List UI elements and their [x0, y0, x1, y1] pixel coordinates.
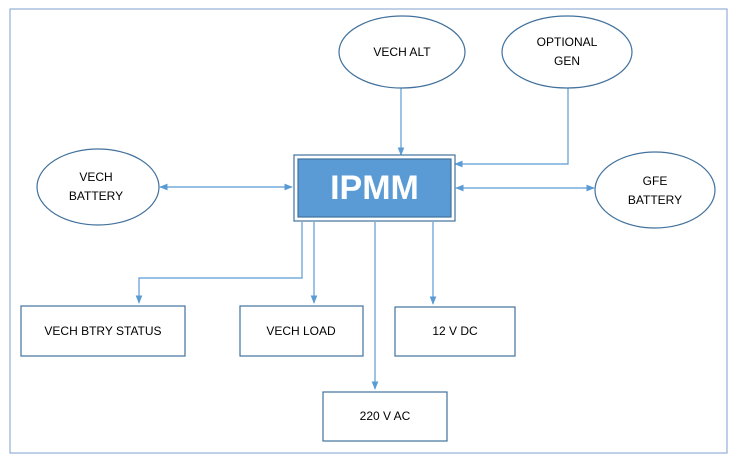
- vech-battery-node: VECH BATTERY: [36, 148, 160, 226]
- gfe-battery-ellipse: [594, 151, 716, 229]
- optional-gen-label-line1: OPTIONAL: [537, 35, 598, 49]
- dc-12v-node: 12 V DC: [394, 306, 516, 357]
- vech-btry-status-node: VECH BTRY STATUS: [20, 305, 186, 357]
- ac-220v-label: 220 V AC: [360, 409, 411, 423]
- vech-battery-ellipse: [36, 148, 160, 226]
- vech-battery-label-line2: BATTERY: [69, 189, 123, 203]
- arrow-ipmm-to-btry-status: [135, 222, 303, 304]
- optional-gen-ellipse: [501, 15, 633, 89]
- gfe-battery-label-line2: BATTERY: [628, 193, 682, 207]
- vech-load-label: VECH LOAD: [266, 324, 336, 338]
- vech-load-node: VECH LOAD: [239, 305, 364, 357]
- vech-battery-label-line1: VECH: [79, 170, 112, 184]
- ac-220v-node: 220 V AC: [322, 391, 448, 442]
- dc-12v-box: [394, 306, 516, 357]
- outer-frame: [9, 8, 728, 454]
- gfe-battery-node: GFE BATTERY: [594, 151, 716, 229]
- arrow-gen-to-ipmm: [454, 86, 569, 168]
- optional-gen-label-line2: GEN: [554, 54, 580, 68]
- ipmm-label: IPMM: [330, 169, 419, 207]
- vech-load-box: [239, 305, 364, 357]
- dc-12v-label: 12 V DC: [432, 324, 478, 338]
- ac-220v-box: [322, 391, 448, 442]
- vech-alt-node: VECH ALT: [338, 15, 466, 89]
- optional-gen-node: OPTIONAL GEN: [501, 15, 633, 89]
- connectors: [135, 86, 595, 390]
- ipmm-hub: IPMM: [293, 154, 456, 222]
- vech-btry-status-label: VECH BTRY STATUS: [44, 324, 161, 338]
- vech-alt-ellipse: [338, 15, 466, 89]
- ipmm-hub-inner: [297, 158, 452, 218]
- vech-alt-label: VECH ALT: [373, 45, 431, 59]
- gfe-battery-label-line1: GFE: [643, 174, 668, 188]
- vech-btry-status-box: [20, 305, 186, 357]
